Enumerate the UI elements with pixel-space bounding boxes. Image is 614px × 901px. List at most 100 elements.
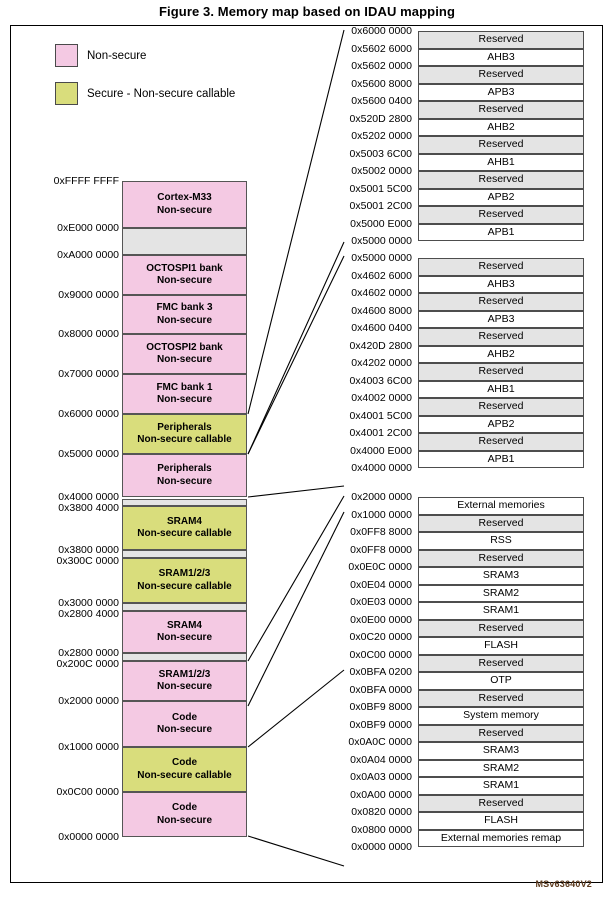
figure-reference-id: MSv63640V2 — [535, 879, 592, 889]
address-label: 0x7000 0000 — [58, 368, 119, 380]
legend-label-non-secure: Non-secure — [87, 49, 147, 62]
detail-row: SRAM1 — [418, 777, 584, 795]
detail-row-label: External memories remap — [440, 831, 562, 844]
address-label: 0x520D 2800 — [349, 112, 412, 125]
address-label: 0x2800 4000 — [58, 608, 119, 620]
memory-block-security: Non-secure — [156, 475, 212, 487]
address-label: 0xA000 0000 — [57, 249, 119, 261]
figure-frame — [10, 25, 603, 883]
detail-row: Reserved — [418, 724, 584, 742]
address-label: 0x5602 0000 — [351, 60, 412, 72]
detail-row-label: Reserved — [478, 726, 524, 739]
address-label: 0x0E03 0000 — [350, 596, 412, 608]
detail-row-label: APB1 — [487, 225, 515, 238]
detail-row-label: Reserved — [478, 103, 524, 116]
address-label: 0x0BF9 8000 — [349, 701, 412, 713]
memory-block-name: Peripherals — [157, 421, 212, 433]
address-label: 0x0820 0000 — [351, 806, 412, 818]
memory-block-name: SRAM4 — [166, 619, 202, 631]
detail-row: Reserved — [418, 514, 584, 532]
address-label: 0x5003 6C00 — [349, 147, 412, 160]
memory-block — [122, 550, 247, 558]
detail-row: Reserved — [418, 398, 584, 416]
address-label: 0x3000 0000 — [58, 597, 119, 609]
memory-block-security: Non-secure callable — [137, 528, 232, 539]
address-label: 0x1000 0000 — [351, 508, 412, 521]
detail-row-label: SRAM3 — [482, 744, 520, 757]
detail-row-label: SRAM1 — [482, 779, 520, 792]
address-label: 0x0FF8 0000 — [350, 543, 412, 556]
legend-swatch-secure-nsc — [55, 82, 78, 105]
memory-block-name: Code — [172, 802, 197, 813]
figure-title: Figure 3. Memory map based on IDAU mappi… — [158, 4, 456, 19]
detail-row: APB2 — [418, 415, 584, 433]
detail-row-label: SRAM1 — [482, 604, 520, 617]
memory-block-security: Non-secure callable — [137, 434, 232, 445]
detail-row: RSS — [418, 532, 584, 550]
detail-row: Reserved — [418, 549, 584, 567]
memory-block-name: SRAM4 — [166, 515, 202, 527]
detail-row-label: RSS — [490, 534, 512, 547]
memory-block-security: Non-secure callable — [137, 769, 232, 781]
detail-row-label: FLASH — [484, 639, 518, 652]
detail-row: Reserved — [418, 31, 584, 49]
address-label: 0x0FF8 8000 — [350, 526, 412, 538]
detail-row: FLASH — [418, 637, 584, 655]
detail-row-label: SRAM3 — [482, 569, 520, 582]
detail-row-label: FLASH — [484, 814, 518, 827]
detail-row: SRAM3 — [418, 567, 584, 585]
address-label: 0x6000 0000 — [351, 25, 412, 37]
memory-block-name: FMC bank 1 — [156, 381, 213, 393]
memory-block-security: Non-secure — [156, 632, 212, 643]
address-label: 0x4001 2C00 — [349, 427, 412, 439]
detail-row: APB1 — [418, 223, 584, 241]
detail-row-label: System memory — [463, 709, 539, 722]
detail-row-label: Reserved — [478, 260, 524, 273]
address-label: 0x4600 8000 — [351, 304, 412, 317]
detail-row: Reserved — [418, 171, 584, 189]
address-label: 0x6000 0000 — [58, 408, 119, 420]
detail-row-label: Reserved — [478, 173, 524, 186]
detail-row: Reserved — [418, 206, 584, 224]
address-label: 0x9000 0000 — [58, 289, 119, 301]
detail-row: Reserved — [418, 363, 584, 381]
memory-block — [122, 653, 247, 661]
address-label: 0x4000 E000 — [350, 444, 412, 457]
detail-row-label: Reserved — [478, 551, 524, 564]
memory-block-name: OCTOSPI2 bank — [146, 341, 223, 353]
legend-swatch-non-secure — [55, 44, 78, 67]
detail-row: SRAM2 — [418, 759, 584, 777]
memory-block — [122, 603, 247, 611]
detail-row: AHB2 — [418, 345, 584, 363]
detail-row: SRAM2 — [418, 584, 584, 602]
detail-row-label: Reserved — [478, 138, 524, 151]
detail-row: APB3 — [418, 310, 584, 328]
detail-row: Reserved — [418, 794, 584, 812]
memory-block-security: Non-secure callable — [137, 580, 232, 592]
address-label: 0x5001 2C00 — [349, 200, 412, 212]
detail-row: FLASH — [418, 812, 584, 830]
detail-row: Reserved — [418, 433, 584, 451]
legend: Non-secure Secure - Non-secure callable — [55, 44, 285, 120]
memory-block-security: Non-secure — [156, 354, 212, 365]
detail-row: SRAM3 — [418, 742, 584, 760]
address-label: 0x4602 0000 — [351, 287, 412, 299]
detail-row: Reserved — [418, 101, 584, 119]
address-label: 0x5600 0400 — [351, 95, 412, 107]
address-label: 0x2000 0000 — [58, 695, 119, 707]
detail-row: Reserved — [418, 654, 584, 672]
detail-row-label: APB1 — [487, 452, 515, 465]
memory-block-security: Non-secure — [156, 275, 212, 286]
address-label: 0x0E00 0000 — [350, 613, 412, 626]
address-label: 0x0E0C 0000 — [348, 561, 412, 573]
